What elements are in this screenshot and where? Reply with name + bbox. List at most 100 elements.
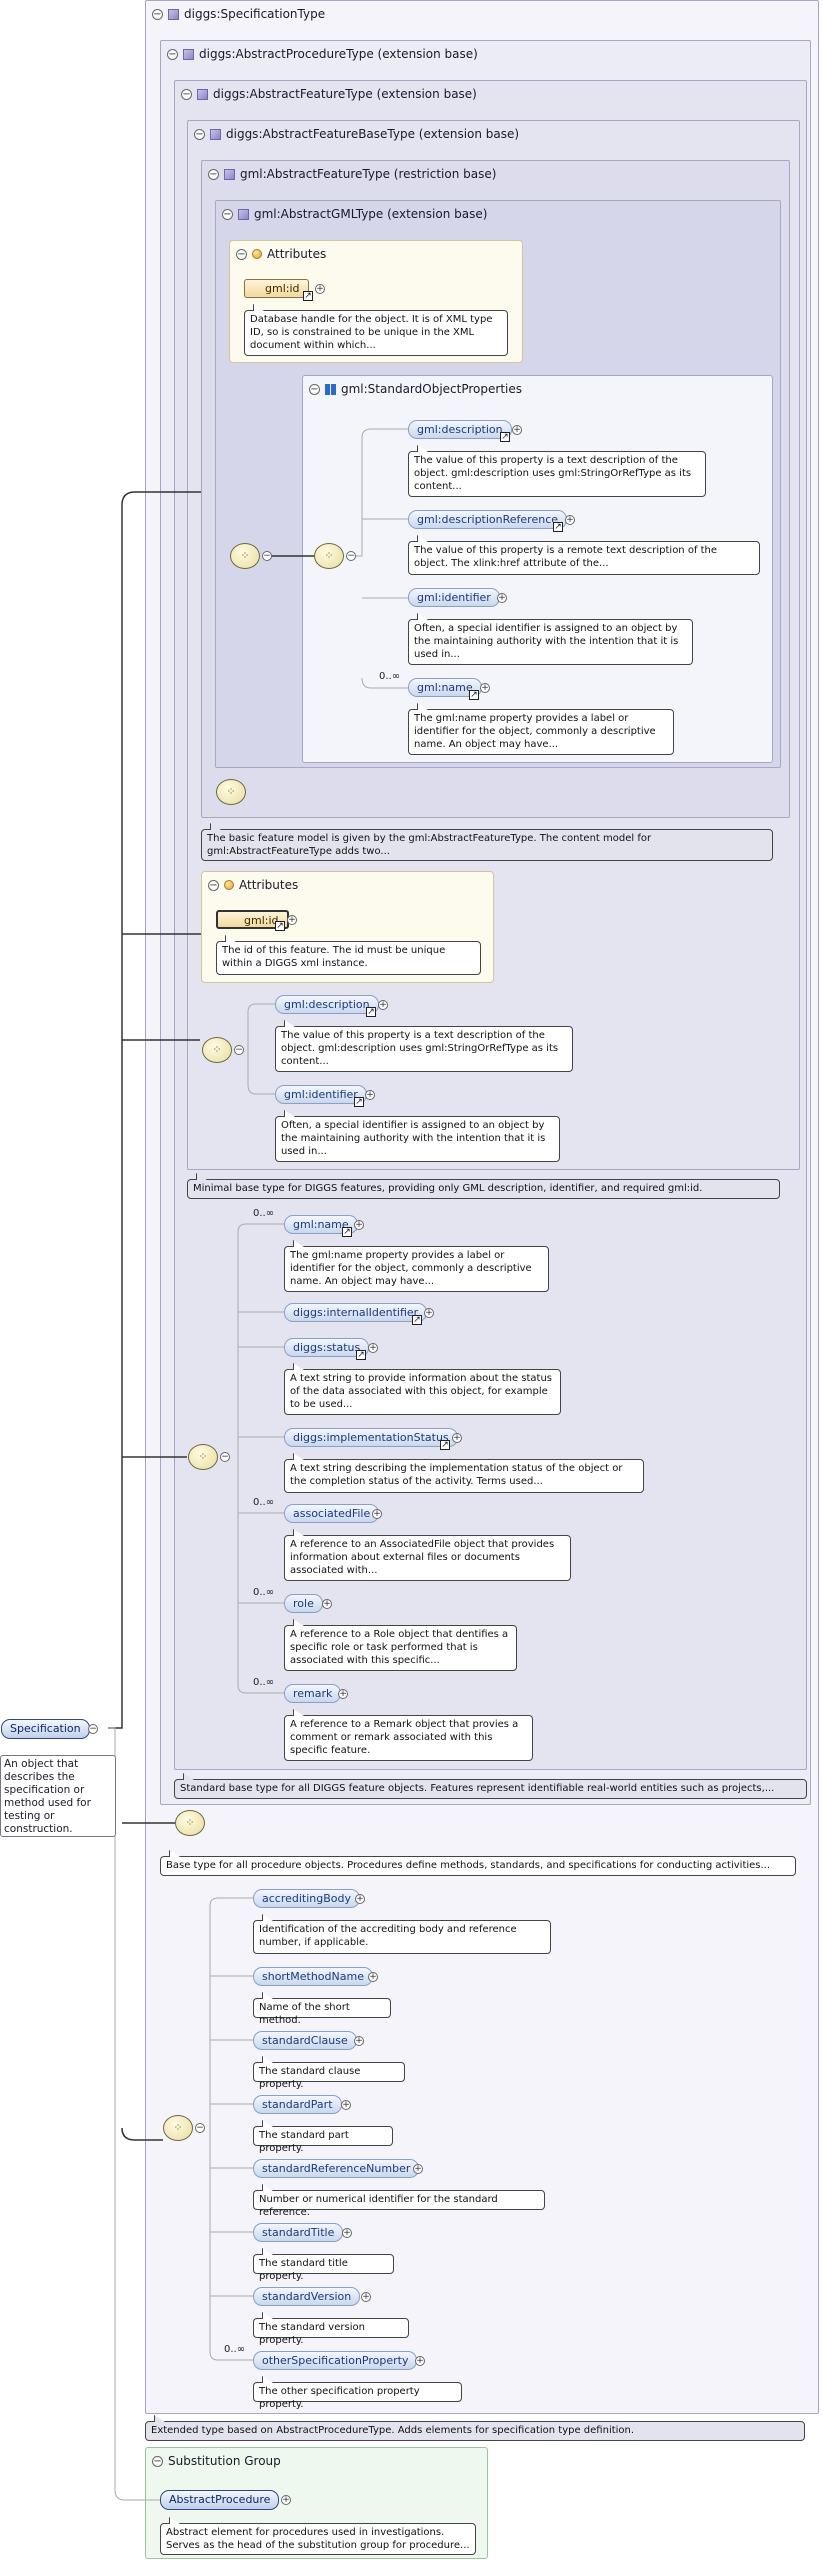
collapse-toggle-icon[interactable]: − [181,88,192,100]
reference-arrow-icon[interactable]: ↗ [342,1227,352,1237]
collapse-icon[interactable]: − [234,1045,244,1055]
expand-icon[interactable]: + [287,915,297,925]
gml-id-attribute[interactable]: gml:id [244,279,309,298]
gml-description-reference-element[interactable]: gml:descriptionReference [408,510,568,529]
attributes-header[interactable]: − Attributes [208,876,298,894]
collapse-toggle-icon[interactable]: − [167,48,178,60]
expand-icon[interactable]: + [342,2228,352,2238]
sequence-compositor-icon[interactable]: ⁘ [202,1037,232,1063]
expand-icon[interactable]: + [497,593,507,603]
attributes-header[interactable]: − Attributes [236,245,326,263]
base-gml-identifier-element[interactable]: gml:identifier [275,1085,367,1104]
base-gml-id-doc: The id of this feature. The id must be u… [216,941,481,975]
role-element[interactable]: role [284,1594,323,1613]
remark-element[interactable]: remark [284,1684,342,1703]
sequence-compositor-icon[interactable]: ⁘ [175,1810,205,1836]
reference-arrow-icon[interactable]: ↗ [354,1097,364,1107]
expand-icon[interactable]: + [365,1090,375,1100]
procedure-type-doc: Base type for all procedure objects. Pro… [160,1856,796,1876]
other-specification-property-element[interactable]: otherSpecificationProperty [253,2351,418,2370]
standard-part-element[interactable]: standardPart [253,2095,342,2114]
standard-clause-element[interactable]: standardClause [253,2031,357,2050]
associated-file-element[interactable]: associatedFile [284,1504,380,1523]
gml-identifier-element[interactable]: gml:identifier [408,588,500,607]
reference-arrow-icon[interactable]: ↗ [275,921,285,931]
multiplicity-label: 0..∞ [253,1497,275,1508]
implementation-status-element[interactable]: diggs:implementationStatus [284,1428,458,1447]
expand-icon[interactable]: + [452,1433,462,1443]
expand-icon[interactable]: + [281,2495,291,2505]
sequence-compositor-icon[interactable]: ⁘ [314,543,344,569]
expand-icon[interactable]: + [480,683,490,693]
reference-arrow-icon[interactable]: ↗ [303,291,313,301]
collapse-toggle-icon[interactable]: − [152,2455,163,2467]
reference-arrow-icon[interactable]: ↗ [469,690,479,700]
std-props-header[interactable]: − gml:StandardObjectProperties [309,380,522,398]
collapse-toggle-icon[interactable]: − [208,168,219,180]
sequence-compositor-icon[interactable]: ⁘ [188,1444,218,1470]
expand-icon[interactable]: + [565,515,575,525]
multiplicity-label: 0..∞ [253,1208,275,1219]
procedure-type-header[interactable]: − diggs:AbstractProcedureType (extension… [167,45,478,63]
collapse-toggle-icon[interactable]: − [222,208,233,220]
expand-icon[interactable]: + [512,425,522,435]
feature-type-header[interactable]: − diggs:AbstractFeatureType (extension b… [181,85,477,103]
expand-icon[interactable]: + [354,1220,364,1230]
base-gml-description-element[interactable]: gml:description [275,995,379,1014]
expand-icon[interactable]: + [368,1972,378,1982]
complex-type-icon [224,168,235,180]
expand-icon[interactable]: + [338,1689,348,1699]
feature-base-type-header[interactable]: − diggs:AbstractFeatureBaseType (extensi… [194,125,519,143]
standard-reference-number-element[interactable]: standardReferenceNumber [253,2159,420,2178]
standard-version-element[interactable]: standardVersion [253,2287,361,2306]
sequence-compositor-icon[interactable]: ⁘ [230,543,260,569]
collapse-icon[interactable]: − [262,551,272,561]
gml-feature-type-header[interactable]: − gml:AbstractFeatureType (restriction b… [208,165,496,183]
gml-description-element[interactable]: gml:description [408,420,512,439]
expand-icon[interactable]: − [88,1724,98,1734]
reference-arrow-icon[interactable]: ↗ [440,1440,450,1450]
collapse-toggle-icon[interactable]: − [152,8,163,20]
expand-icon[interactable]: + [361,2292,371,2302]
accrediting-body-element[interactable]: accreditingBody [253,1889,361,1908]
collapse-toggle-icon[interactable]: − [309,383,320,395]
specification-element[interactable]: Specification [1,1719,90,1739]
sequence-compositor-icon[interactable]: ⁘ [216,779,246,805]
reference-arrow-icon[interactable]: ↗ [500,432,510,442]
expand-icon[interactable]: + [413,2164,423,2174]
reference-arrow-icon[interactable]: ↗ [412,1315,422,1325]
expand-icon[interactable]: + [372,1509,382,1519]
reference-arrow-icon[interactable]: ↗ [366,1007,376,1017]
expand-icon[interactable]: + [355,1894,365,1904]
short-method-name-element[interactable]: shortMethodName [253,1967,373,1986]
reference-arrow-icon[interactable]: ↗ [553,522,563,532]
expand-icon[interactable]: + [378,1000,388,1010]
feature-gml-name-element[interactable]: gml:name [284,1215,358,1234]
expand-icon[interactable]: + [354,2036,364,2046]
expand-icon[interactable]: + [341,2100,351,2110]
internal-identifier-element[interactable]: diggs:internalIdentifier [284,1303,428,1322]
expand-icon[interactable]: + [315,284,325,294]
reference-arrow-icon[interactable]: ↗ [356,1350,366,1360]
substitution-group-header[interactable]: − Substitution Group [152,2452,281,2470]
collapse-toggle-icon[interactable]: − [208,879,219,891]
sequence-compositor-icon[interactable]: ⁘ [163,2115,193,2141]
spec-type-header[interactable]: − diggs:SpecificationType [152,5,325,23]
gml-type-header[interactable]: − gml:AbstractGMLType (extension base) [222,205,487,223]
expand-icon[interactable]: + [322,1599,332,1609]
collapse-icon[interactable]: − [220,1452,230,1462]
abstract-procedure-element[interactable]: AbstractProcedure [160,2490,280,2510]
collapse-icon[interactable]: − [346,551,356,561]
expand-icon[interactable]: + [415,2356,425,2366]
standard-title-element[interactable]: standardTitle [253,2223,344,2242]
gml-name-element[interactable]: gml:name [408,678,482,697]
expand-icon[interactable]: + [368,1343,378,1353]
standard-reference-number-doc: Number or numerical identifier for the s… [253,2190,545,2218]
collapse-icon[interactable]: − [195,2123,205,2133]
collapse-toggle-icon[interactable]: − [194,128,205,140]
collapse-toggle-icon[interactable]: − [236,248,247,260]
associated-file-doc: A reference to an AssociatedFile object … [284,1535,571,1581]
multiplicity-label: 0..∞ [224,2344,246,2355]
base-gml-id-attribute[interactable]: gml:id [216,910,289,929]
expand-icon[interactable]: + [424,1308,434,1318]
